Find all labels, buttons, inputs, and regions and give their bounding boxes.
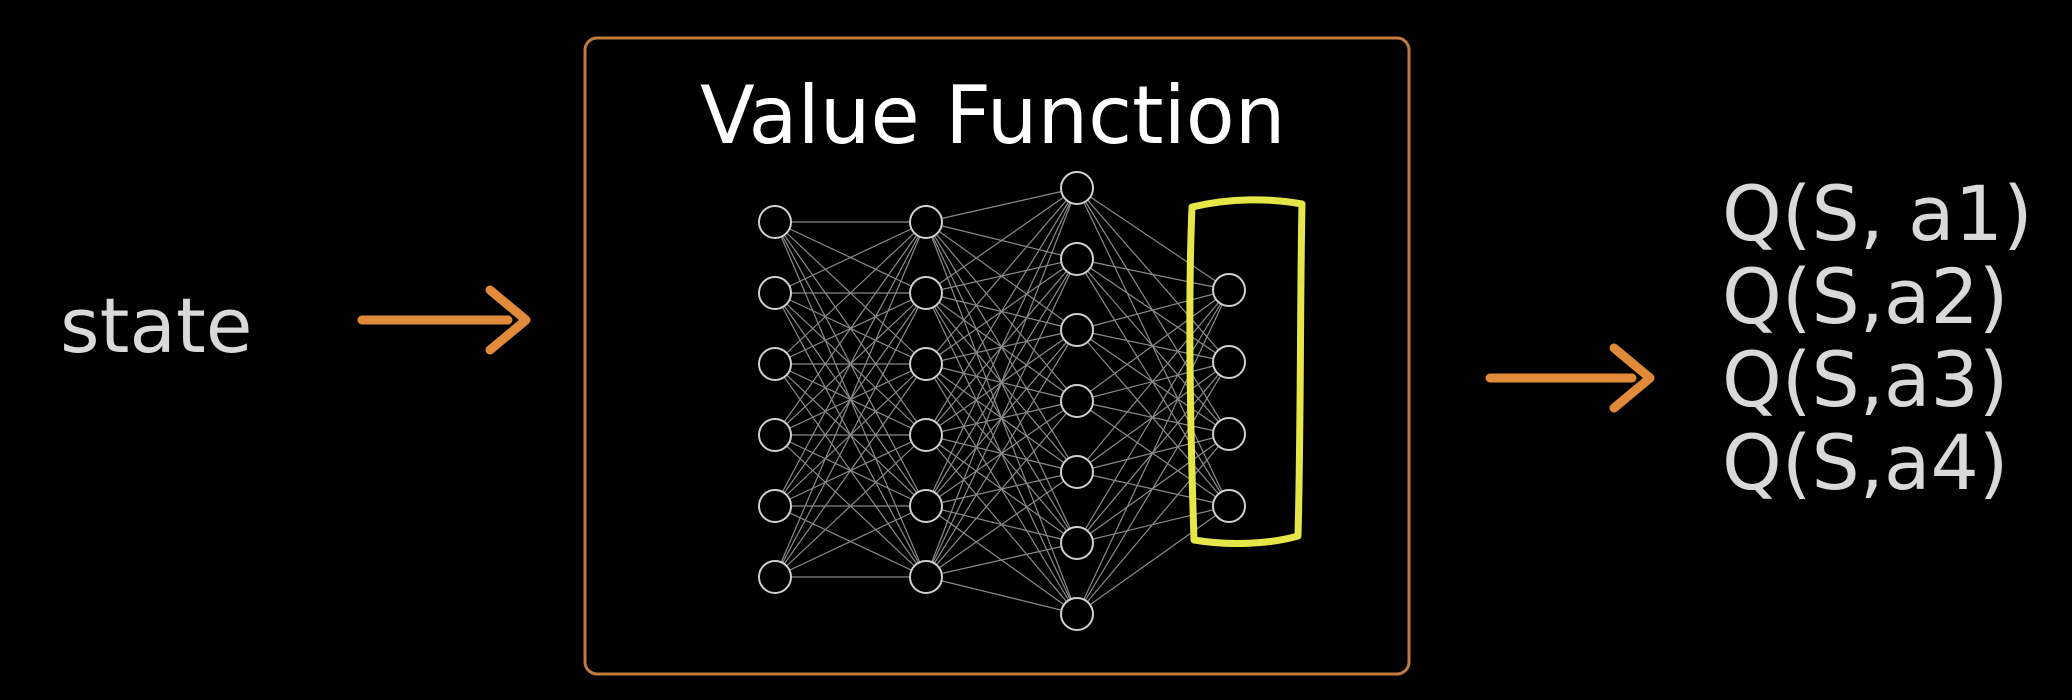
value-function-box xyxy=(583,36,1411,676)
network-edge xyxy=(1076,289,1230,473)
network-node xyxy=(1060,313,1094,347)
network-edge xyxy=(1076,187,1230,291)
network-edge xyxy=(925,187,1078,294)
network-node xyxy=(1060,597,1094,631)
network-node xyxy=(758,418,792,452)
network-node xyxy=(1060,384,1094,418)
network-edge xyxy=(1076,361,1230,615)
network-edge xyxy=(774,363,927,578)
network-edge xyxy=(1076,505,1230,615)
q-value-list: Q(S, a1) Q(S,a2) Q(S,a3) Q(S,a4) xyxy=(1722,172,2033,504)
network-edge xyxy=(774,221,927,578)
output-layer-highlight xyxy=(1186,196,1306,547)
network-nodes xyxy=(758,171,1246,631)
network-edge xyxy=(774,505,927,578)
network-edge xyxy=(774,292,927,578)
input-arrow xyxy=(357,285,531,355)
q-value-4: Q(S,a4) xyxy=(1722,418,2009,507)
network-edge xyxy=(925,187,1078,578)
network-edge xyxy=(1076,289,1230,615)
network-node xyxy=(909,489,943,523)
network-node xyxy=(909,276,943,310)
network-edge xyxy=(925,187,1078,436)
network-edge xyxy=(925,187,1078,365)
network-edge xyxy=(774,221,927,436)
network-edge xyxy=(925,187,1078,223)
network-edge xyxy=(925,329,1078,578)
network-node xyxy=(909,560,943,594)
network-edge xyxy=(774,221,927,365)
network-edge xyxy=(774,221,927,507)
output-arrow xyxy=(1485,343,1655,413)
network-edges xyxy=(774,187,1230,615)
network-edge xyxy=(925,542,1078,578)
network-edge xyxy=(1076,289,1230,331)
network-edge xyxy=(774,221,927,294)
network-node xyxy=(1060,171,1094,205)
network-edge xyxy=(925,258,1078,578)
network-node xyxy=(1060,526,1094,560)
network-node xyxy=(758,276,792,310)
network-edge xyxy=(925,576,1078,615)
network-edge xyxy=(1076,258,1230,291)
network-node xyxy=(909,347,943,381)
network-node xyxy=(758,347,792,381)
network-edge xyxy=(925,471,1078,578)
state-label: state xyxy=(60,281,253,370)
network-node xyxy=(1212,417,1246,451)
network-edge xyxy=(1076,289,1230,544)
value-function-title: Value Function xyxy=(700,69,1286,162)
network-edge xyxy=(925,400,1078,578)
network-node xyxy=(758,560,792,594)
network-node xyxy=(758,205,792,239)
network-node xyxy=(1060,242,1094,276)
q-value-1: Q(S, a1) xyxy=(1722,169,2033,258)
network-edge xyxy=(774,434,927,578)
network-node xyxy=(1060,455,1094,489)
q-value-2: Q(S,a2) xyxy=(1722,252,2009,341)
network-node xyxy=(909,418,943,452)
network-edge xyxy=(925,187,1078,507)
network-node xyxy=(758,489,792,523)
network-node xyxy=(1212,489,1246,523)
q-value-3: Q(S,a3) xyxy=(1722,335,2009,424)
network-edge xyxy=(1076,433,1230,615)
network-node xyxy=(909,205,943,239)
network-node xyxy=(1212,273,1246,307)
network-edge xyxy=(1076,289,1230,402)
network-node xyxy=(1212,345,1246,379)
